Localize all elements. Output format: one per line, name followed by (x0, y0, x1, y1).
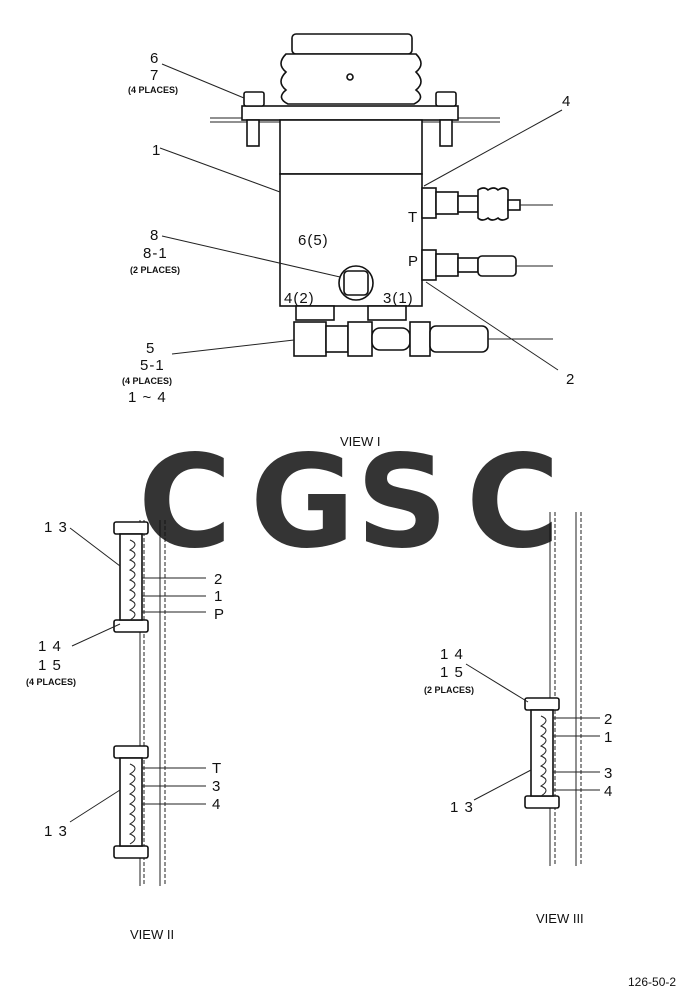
v2-lower-row-1: T (212, 760, 222, 777)
v2-upper-row-1: 2 (214, 571, 223, 588)
view-3-title: VIEW III (536, 911, 584, 926)
callout-6: 6 (150, 50, 159, 67)
v3-callout-13: 1 3 (450, 799, 474, 816)
v2-upper-row-2: 1 (214, 588, 223, 605)
watermark-letter-2: G (250, 428, 355, 577)
v3-callout-15: 1 5 (440, 664, 464, 681)
callout-5: 5 (146, 340, 155, 357)
v2-callout-13-upper: 1 3 (44, 519, 68, 536)
callout-4: 4 (562, 93, 571, 110)
label-3-1: 3(1) (383, 290, 414, 307)
callout-5-note: (4 PLACES) (122, 376, 172, 386)
callout-6-7-note: (4 PLACES) (128, 85, 178, 95)
watermark-letter-3: S (356, 428, 448, 577)
view-2-title: VIEW II (130, 927, 174, 942)
v3-row-2: 1 (604, 729, 613, 746)
v2-upper-row-3: P (214, 606, 225, 623)
v2-callout-note: (4 PLACES) (26, 677, 76, 687)
view-2-drawing (69, 520, 206, 886)
label-6-5: 6(5) (298, 232, 329, 249)
v2-callout-15: 1 5 (38, 657, 62, 674)
callout-2: 2 (566, 371, 575, 388)
view-3-drawing (465, 512, 600, 866)
callout-1: 1 (152, 142, 161, 159)
port-t-label: T (408, 209, 418, 226)
view-1-title: VIEW I (340, 434, 380, 449)
view-1-drawing (159, 33, 563, 371)
v3-row-1: 2 (604, 711, 613, 728)
watermark-letter-1: C (138, 428, 232, 577)
v3-row-3: 3 (604, 765, 613, 782)
v2-callout-13-lower: 1 3 (44, 823, 68, 840)
callout-5-range: 1 ~ 4 (128, 389, 167, 406)
callout-5-1: 5-1 (140, 357, 165, 374)
watermark-letter-4: C (466, 428, 560, 577)
callout-8: 8 (150, 227, 159, 244)
callout-7: 7 (150, 67, 159, 84)
v2-lower-row-2: 3 (212, 778, 221, 795)
callout-8-1: 8-1 (143, 245, 168, 262)
port-p-label: P (408, 253, 419, 270)
v3-row-4: 4 (604, 783, 613, 800)
drawing-number: 126-50-2 (628, 975, 676, 989)
v2-lower-row-3: 4 (212, 796, 221, 813)
cgsc-watermark: C G S C (138, 428, 560, 577)
v2-callout-14: 1 4 (38, 638, 62, 655)
label-4-2: 4(2) (284, 290, 315, 307)
v3-callout-14: 1 4 (440, 646, 464, 663)
v3-callout-note: (2 PLACES) (424, 685, 474, 695)
callout-8-note: (2 PLACES) (130, 265, 180, 275)
